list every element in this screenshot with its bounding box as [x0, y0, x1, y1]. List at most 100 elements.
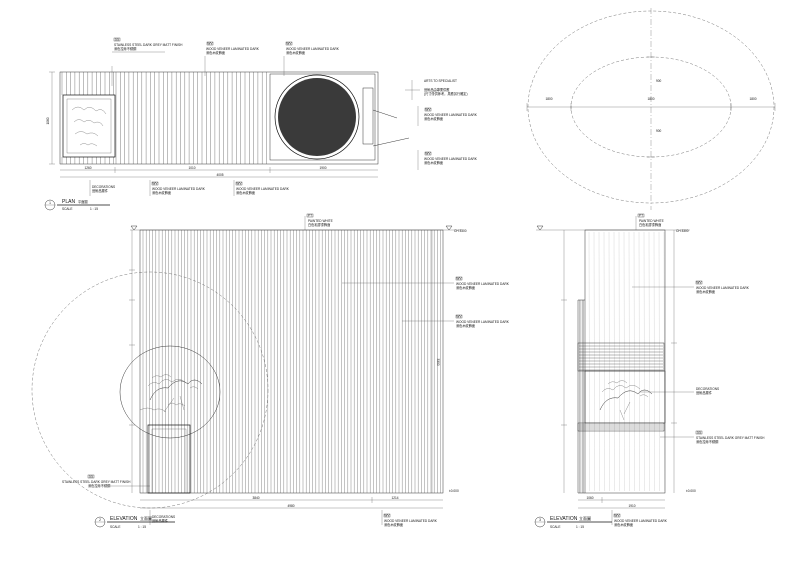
elev-side-dim-bottom-1: 1060: [586, 496, 593, 500]
plan-niche: [269, 73, 376, 161]
svg-text:WOOD VENEER LAMINATED DARK: WOOD VENEER LAMINATED DARK: [456, 282, 510, 286]
elev-side-callout-ss: SS STAINLESS STEEL DARK GREY MATT FINISH…: [660, 430, 765, 444]
svg-text:WOOD VENEER LAMINATED DARK: WOOD VENEER LAMINATED DARK: [286, 47, 340, 51]
svg-text:深色拉絲不銹鋼: 深色拉絲不銹鋼: [696, 439, 718, 444]
elev-main-vertical-slats: [142, 230, 441, 493]
elev-side-level-bottom: ±0.000: [686, 489, 696, 493]
elev-side-title-block: 3 ELEVATION 立面圖 SCALE 1 : 15: [534, 515, 612, 529]
svg-text:SCALE: SCALE: [62, 207, 72, 211]
svg-text:藝術品擺件: 藝術品擺件: [92, 188, 109, 193]
svg-text:WV: WV: [207, 41, 213, 45]
ellipse-dim-v-1: 900: [656, 79, 662, 83]
plan-callout-ss: SS STAINLESS STEEL DARK GREY MATT FINISH…: [111, 37, 183, 86]
svg-text:STAINLESS STEEL DARK GREY MATT: STAINLESS STEEL DARK GREY MATT FINISH: [114, 43, 183, 47]
svg-text:深色木紋飾面: 深色木紋飾面: [286, 50, 305, 55]
elev-main-callout-wv-bottom: WV WOOD VENEER LAMINATED DARK 深色木紋飾面: [381, 510, 438, 527]
elev-main-level-bottom: ±0.000: [449, 489, 459, 493]
plan-title: PLAN: [62, 199, 75, 205]
svg-text:SCALE: SCALE: [550, 525, 560, 529]
elev-main-planter: [147, 424, 191, 494]
elev-main-dim-bottom-1: 3840: [252, 496, 259, 500]
elev-main-level-top: CH 3300: [454, 229, 467, 233]
ellipse-dim-h-2: 1800: [647, 97, 654, 101]
elev-main-title-block: 2 ELEVATION 立面圖 SCALE 1 : 15: [94, 515, 175, 529]
elev-side-wall: [584, 229, 666, 494]
svg-text:深色木紋飾面: 深色木紋飾面: [456, 285, 475, 290]
svg-text:ARTS TO SPECIALIST: ARTS TO SPECIALIST: [424, 79, 457, 83]
svg-text:深色木紋飾面: 深色木紋飾面: [384, 522, 403, 527]
svg-text:PAINTED WHITE: PAINTED WHITE: [639, 219, 664, 223]
svg-text:深色木紋飾面: 深色木紋飾面: [696, 289, 715, 294]
svg-text:白色乳膠漆飾面: 白色乳膠漆飾面: [639, 222, 661, 227]
ellipse-dim-h-1: 1800: [545, 97, 552, 101]
plan-planter-box: [62, 94, 116, 158]
plan-dim-bottom-total: 4005: [216, 173, 223, 177]
svg-text:1 : 15: 1 : 15: [138, 525, 146, 529]
svg-text:STAINLESS STEEL DARK GREY MATT: STAINLESS STEEL DARK GREY MATT FINISH: [62, 480, 131, 484]
plan-door-swing: [372, 109, 410, 147]
svg-text:深色木紋飾面: 深色木紋飾面: [206, 50, 225, 55]
svg-text:深色木紋飾面: 深色木紋飾面: [424, 160, 443, 165]
elev-main-planter-inner: [151, 428, 187, 494]
elev-side-art-panel: [584, 370, 666, 424]
elev-side-level-top: CH 3300: [676, 229, 689, 233]
elev-side-callout-wv-bottom: WV WOOD VENEER LAMINATED DARK 深色木紋飾面: [611, 510, 668, 527]
svg-text:PAINTED WHITE: PAINTED WHITE: [308, 219, 333, 223]
plan-vertical-slats: [61, 72, 267, 164]
svg-text:藝術品擺件: 藝術品擺件: [696, 390, 713, 395]
svg-text:(尺寸僅供參考，具體另行確定): (尺寸僅供參考，具體另行確定): [424, 91, 468, 96]
svg-text:藝術品擺件: 藝術品擺件: [152, 518, 169, 523]
elev-main-wall: [139, 229, 444, 494]
plan-title-block: 1 PLAN 平面圖 SCALE 1 : 15: [44, 199, 110, 211]
elev-main-callout-ss: SS STAINLESS STEEL DARK GREY MATT FINISH…: [62, 474, 150, 488]
svg-text:1 : 15: 1 : 15: [90, 207, 98, 211]
elev-main-callout-deco: DECORATIONS 藝術品擺件: [149, 510, 175, 525]
svg-text:WV: WV: [456, 314, 462, 318]
elev-main-callout-top: PT PAINTED WHITE 白色乳膠漆飾面: [304, 213, 333, 230]
plan-dim-bottom-1: 1260: [84, 166, 91, 170]
svg-text:深色木紋飾面: 深色木紋飾面: [424, 116, 443, 121]
plan-callout-specialist: ARTS TO SPECIALIST 藝術品由專業供應 (尺寸僅供參考，具體另行…: [405, 79, 468, 100]
svg-text:WOOD VENEER LAMINATED DARK: WOOD VENEER LAMINATED DARK: [384, 519, 438, 523]
svg-text:SS: SS: [115, 37, 119, 41]
svg-text:SCALE: SCALE: [110, 525, 120, 529]
svg-text:WOOD VENEER LAMINATED DARK: WOOD VENEER LAMINATED DARK: [456, 320, 510, 324]
svg-text:WV: WV: [425, 107, 431, 111]
elev-main-dim-bottom-total: 4980: [287, 504, 294, 508]
svg-text:深色拉絲不銹鋼: 深色拉絲不銹鋼: [114, 46, 136, 51]
elev-side-band-top: [577, 342, 665, 372]
svg-text:WOOD VENEER LAMINATED DARK: WOOD VENEER LAMINATED DARK: [424, 157, 478, 161]
svg-text:WOOD VENEER LAMINATED DARK: WOOD VENEER LAMINATED DARK: [696, 286, 750, 290]
plan-callout-wv-top-1: WV WOOD VENEER LAMINATED DARK 深色木紋飾面: [204, 41, 260, 76]
svg-text:PT: PT: [639, 213, 643, 217]
elev-side-callout-top: PT PAINTED WHITE 白色乳膠漆飾面: [635, 213, 664, 230]
svg-text:SS: SS: [697, 430, 701, 434]
plan-dim-bottom-3: 1900: [319, 166, 326, 170]
plan-planter-inner: [66, 98, 112, 154]
svg-text:藝術品由專業供應: 藝術品由專業供應: [424, 87, 450, 92]
plan-dim-bottom-2: 1010: [188, 166, 195, 170]
elev-main-callout-wv-1: WV WOOD VENEER LAMINATED DARK 深色木紋飾面: [342, 276, 510, 290]
elev-main-oval: [119, 345, 221, 439]
svg-text:WOOD VENEER LAMINATED DARK: WOOD VENEER LAMINATED DARK: [206, 47, 260, 51]
plan-circle-frame: [274, 74, 360, 160]
svg-text:WV: WV: [236, 181, 242, 185]
elev-main-level-left: [130, 225, 138, 231]
elev-side-left-edge: [577, 299, 585, 494]
svg-text:1 : 15: 1 : 15: [576, 525, 584, 529]
ellipse-dim-v-2: 900: [656, 129, 662, 133]
elev-side-bonsai: [599, 380, 653, 421]
svg-text:WV: WV: [614, 513, 620, 517]
elev-side-callout-deco: DECORATIONS 藝術品擺件: [640, 387, 719, 395]
elev-side-wood-grain: [588, 231, 665, 492]
svg-text:WV: WV: [425, 151, 431, 155]
elev-main-bonsai: [139, 374, 203, 413]
svg-text:3: 3: [539, 518, 541, 522]
svg-text:2: 2: [99, 518, 101, 522]
plan-callout-deco: DECORATIONS 藝術品擺件: [89, 180, 115, 196]
plan-view: 1060 1260 1010 1900 4005 SS STAINLESS ST…: [44, 37, 478, 211]
svg-text:1: 1: [49, 201, 51, 205]
svg-text:WV: WV: [696, 280, 702, 284]
elev-side-dim-bottom-2: 1910: [628, 504, 635, 508]
